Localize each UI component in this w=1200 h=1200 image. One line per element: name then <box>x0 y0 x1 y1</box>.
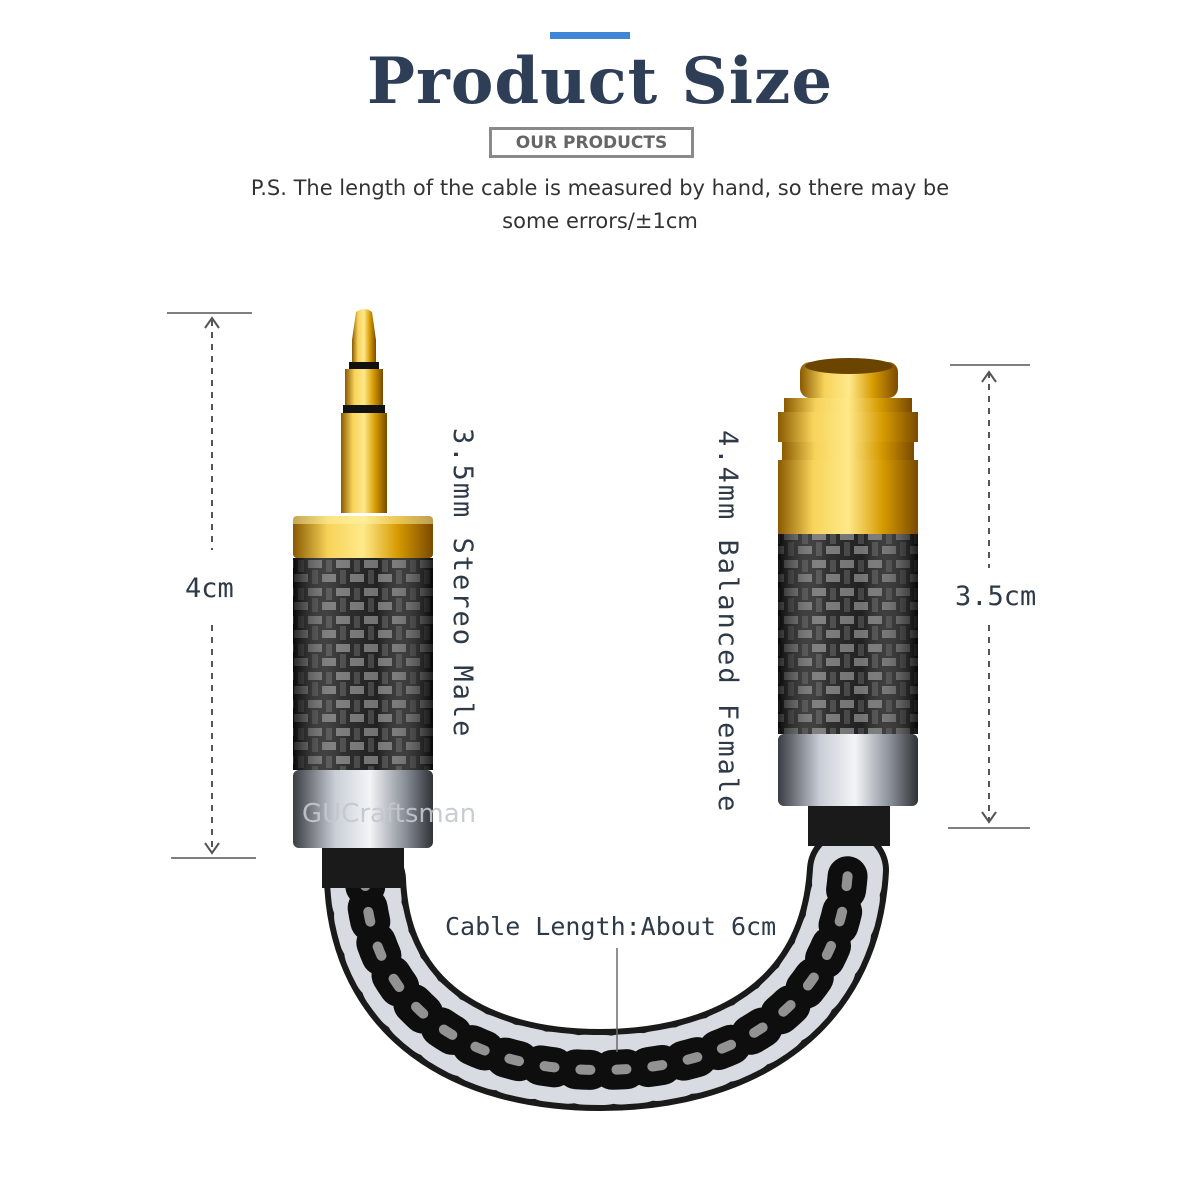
note-line-1: P.S. The length of the cable is measured… <box>250 176 950 200</box>
measurement-note: P.S. The length of the cable is measured… <box>200 172 1000 238</box>
female-socket-4-4mm <box>778 358 918 846</box>
accent-bar <box>550 32 630 39</box>
male-plug-3-5mm: GUCraftsman <box>293 309 476 888</box>
brand-engraving: GUCraftsman <box>302 799 476 829</box>
right-dimension-label: 3.5cm <box>955 581 1037 612</box>
left-dimension-line <box>167 312 256 859</box>
right-dimension-line <box>948 364 1030 829</box>
braided-cable <box>324 829 889 1112</box>
subtitle-badge: OUR PRODUCTS <box>489 127 694 158</box>
page-title: Product Size <box>366 44 834 119</box>
female-connector-label: 4.4mm Balanced Female <box>712 430 743 814</box>
male-connector-label: 3.5mm Stereo Male <box>447 428 478 739</box>
left-dimension-label: 4cm <box>185 573 234 604</box>
cable-length-label: Cable Length:About 6cm <box>445 912 777 941</box>
note-line-2: some errors/±1cm <box>502 209 698 233</box>
